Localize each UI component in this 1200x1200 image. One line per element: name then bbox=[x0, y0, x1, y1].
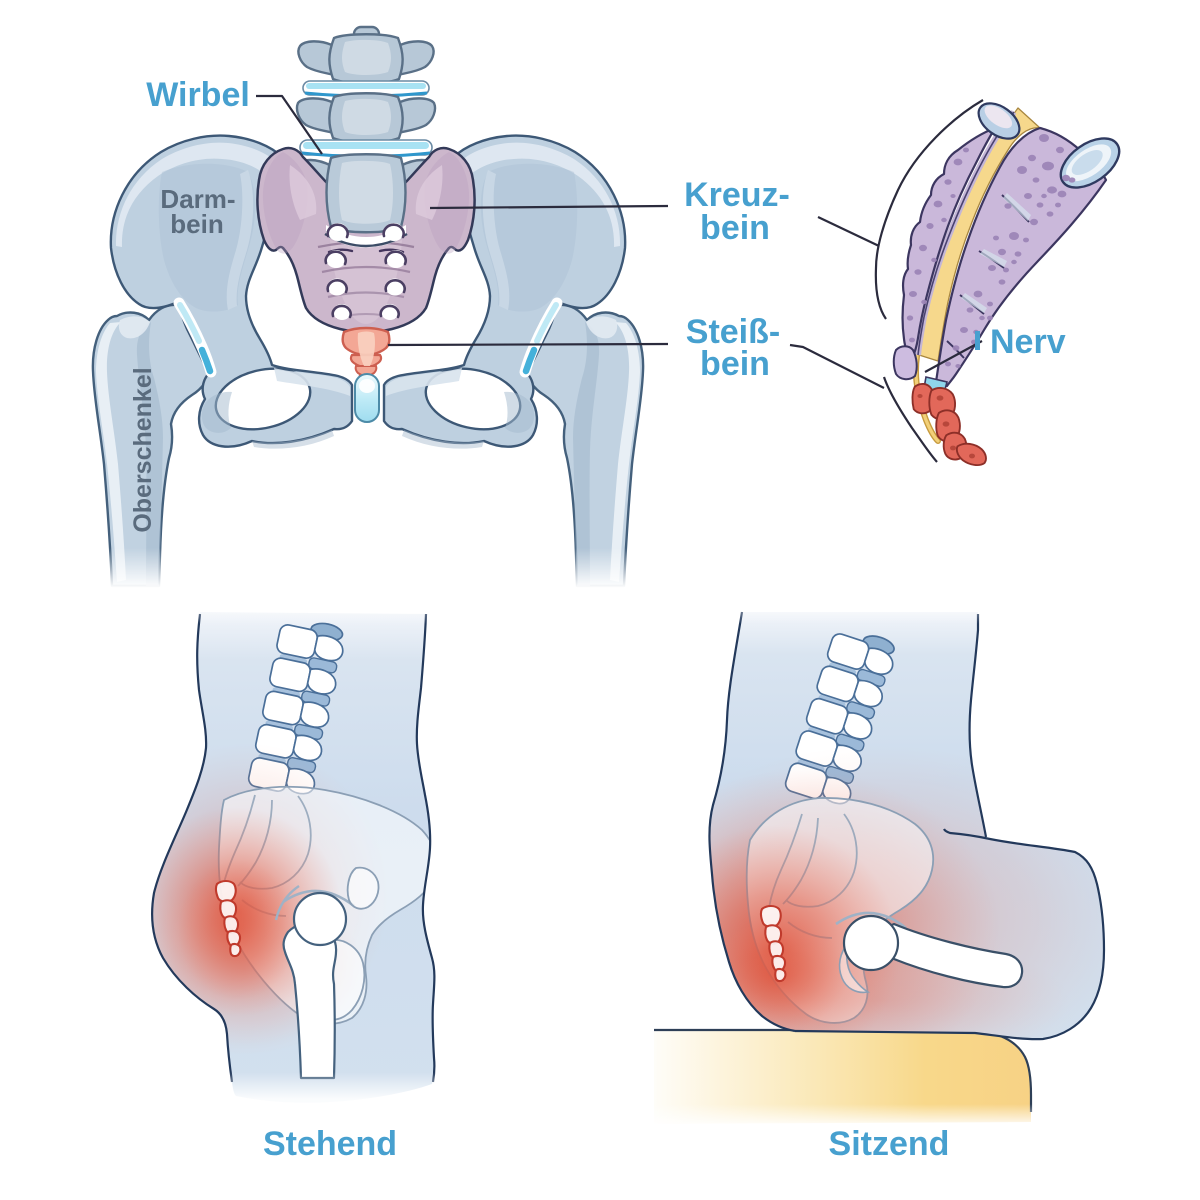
svg-text:Wirbel: Wirbel bbox=[146, 76, 250, 114]
svg-text:Stehend: Stehend bbox=[263, 1125, 397, 1163]
svg-text:bein: bein bbox=[700, 209, 770, 247]
svg-text:Steiß-: Steiß- bbox=[686, 313, 780, 351]
svg-text:Sitzend: Sitzend bbox=[829, 1125, 950, 1163]
svg-text:Darm-: Darm- bbox=[160, 184, 235, 214]
svg-text:Kreuz-: Kreuz- bbox=[684, 176, 790, 214]
svg-text:bein: bein bbox=[700, 345, 770, 383]
svg-text:bein: bein bbox=[170, 209, 223, 239]
svg-text:Nerv: Nerv bbox=[990, 323, 1066, 361]
svg-text:Oberschenkel: Oberschenkel bbox=[129, 367, 157, 532]
